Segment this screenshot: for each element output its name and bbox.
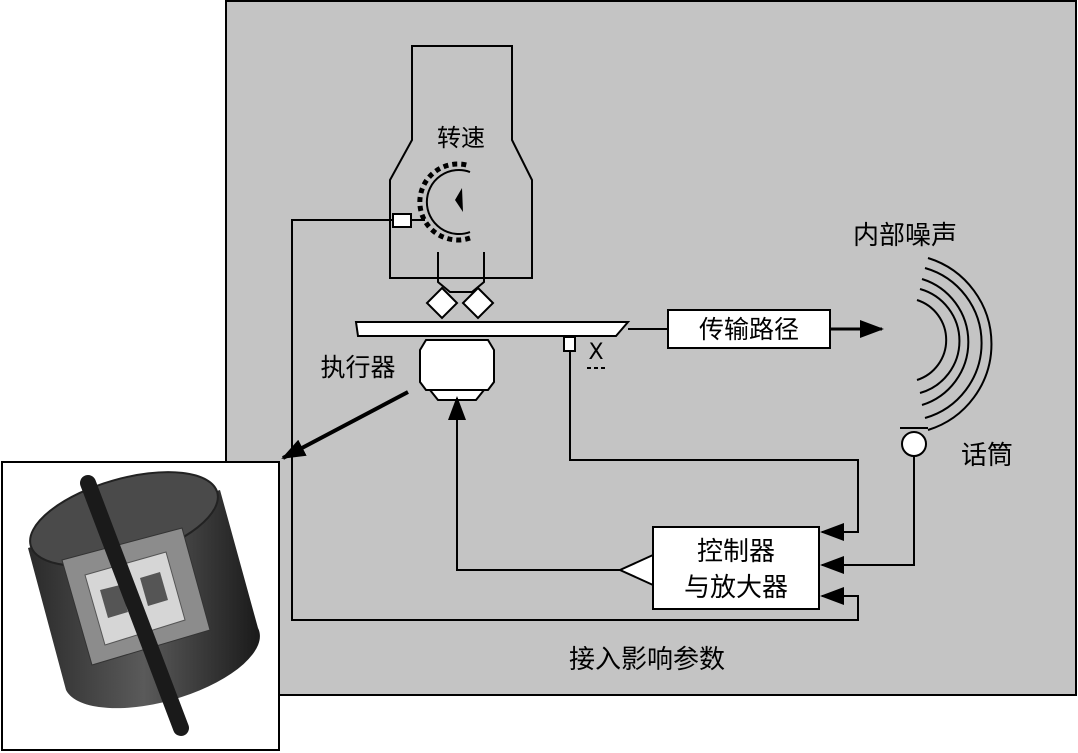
gear-icon (417, 161, 471, 243)
mount-right (461, 286, 495, 320)
speed-label: 转速 (437, 124, 485, 152)
inset-pointer-arrow (281, 390, 409, 460)
internal-noise-label: 内部噪声 (853, 221, 957, 251)
error-sensor (563, 336, 576, 352)
transmission-path-box (667, 309, 831, 349)
mount-left (425, 286, 459, 320)
sensor-x-label: X (588, 340, 603, 365)
frame-beam (354, 321, 631, 337)
engine-shaft (437, 252, 485, 293)
transmission-path-label: 传输路径 (699, 315, 799, 344)
parameters-label: 接入影响参数 (569, 645, 725, 675)
speed-sensor (392, 213, 412, 228)
microphone-label: 话筒 (961, 441, 1013, 471)
microphone-icon (900, 427, 928, 457)
amplifier-symbol (617, 553, 654, 587)
actuator (419, 339, 495, 401)
actuator-label: 执行器 (320, 353, 395, 382)
diagram-panel (225, 0, 1077, 696)
engine-housing (389, 45, 533, 279)
controller-label-line1: 控制器 (697, 537, 775, 567)
controller-label-line2: 与放大器 (684, 573, 788, 603)
cutaway-cylinder-actuator-icon (28, 471, 260, 736)
sound-waves-icon (916, 257, 993, 431)
controller-amplifier-box (652, 526, 820, 610)
